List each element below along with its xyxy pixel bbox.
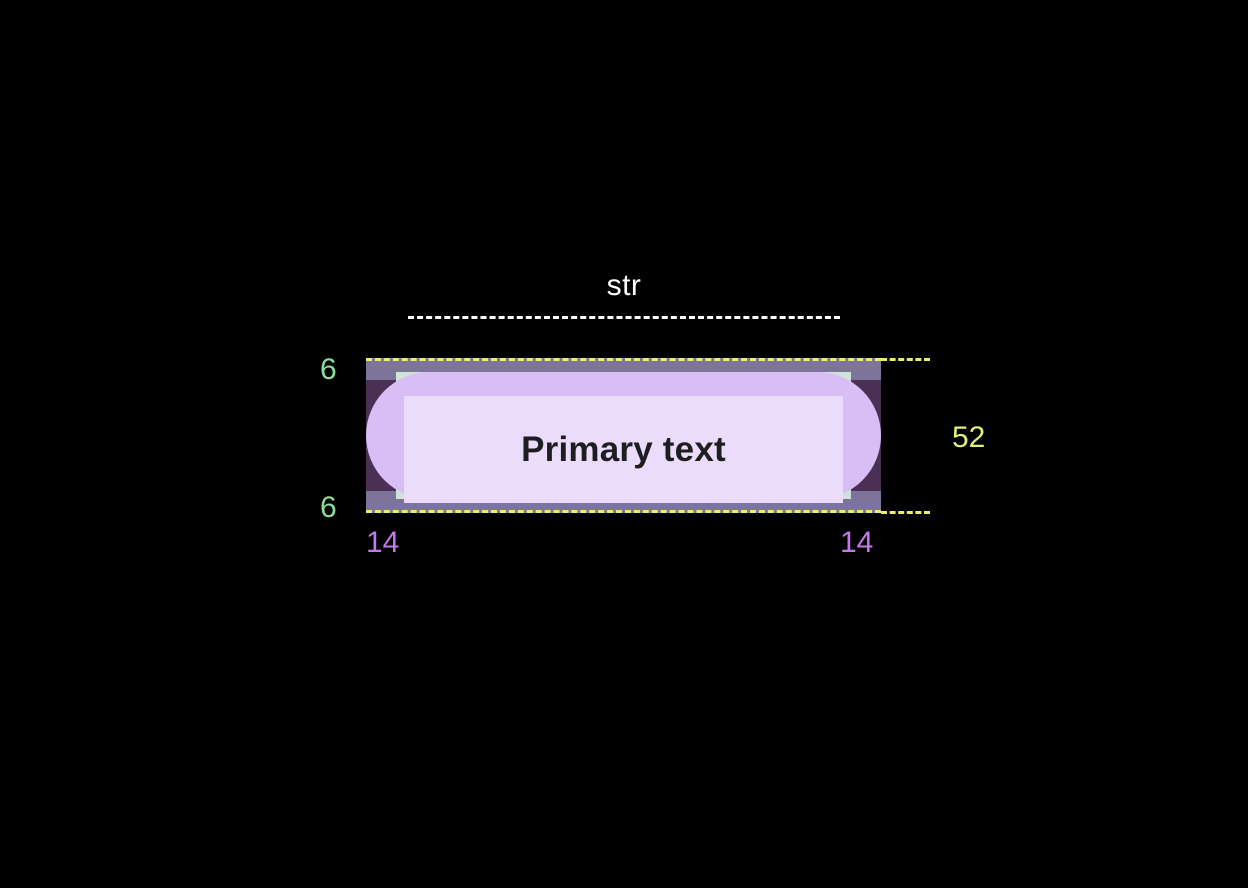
annotation-padding-left: 14 [366, 526, 400, 559]
annotation-padding-right: 14 [840, 526, 874, 559]
primary-button[interactable]: Primary text [366, 372, 881, 503]
annotation-padding-bottom: 6 [320, 491, 337, 524]
height-leader-line-top-icon [881, 358, 930, 361]
label-dashed-rule-icon [408, 316, 840, 319]
button-label: Primary text [521, 429, 726, 469]
annotation-total-height: 52 [952, 421, 986, 454]
height-leader-line-bottom-icon [881, 511, 930, 514]
component-label: str [606, 269, 642, 302]
button-label-plate: Primary text [404, 396, 843, 503]
component-spec-block: Primary text [366, 358, 881, 513]
annotation-padding-top: 6 [320, 353, 337, 386]
